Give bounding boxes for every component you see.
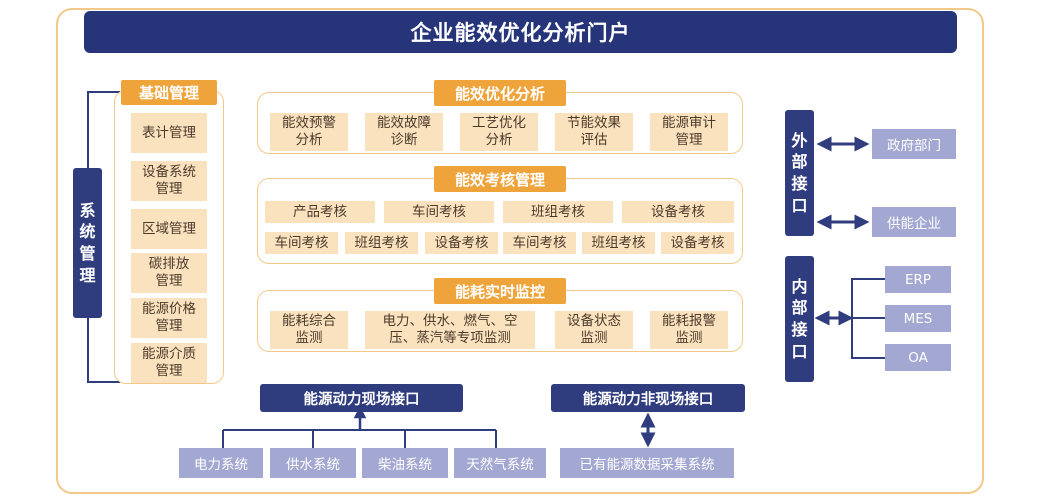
basic-item-area: 区域管理 <box>131 209 207 249</box>
assess-r1-1: 产品考核 <box>265 201 375 223</box>
mon-item-overall: 能耗综合监测 <box>270 311 348 349</box>
page-title: 企业能效优化分析门户 <box>84 11 957 53</box>
onsite-interface-label: 能源动力现场接口 <box>260 384 463 412</box>
basic-item-meter: 表计管理 <box>131 113 207 153</box>
onsite-sys-diesel: 柴油系统 <box>362 448 448 478</box>
onsite-sys-power: 电力系统 <box>179 448 263 478</box>
opt-item-process: 工艺优化分析 <box>460 113 538 151</box>
assess-r1-2: 车间考核 <box>384 201 494 223</box>
optimization-label: 能效优化分析 <box>434 80 566 106</box>
external-interface-label: 外 部 接 口 <box>785 110 814 236</box>
basic-mgmt-label: 基础管理 <box>121 80 217 105</box>
assess-r1-4: 设备考核 <box>622 201 734 223</box>
assess-r2-4: 车间考核 <box>503 232 576 254</box>
offsite-sys-existing: 已有能源数据采集系统 <box>560 448 734 478</box>
mon-item-special: 电力、供水、燃气、空压、蒸汽等专项监测 <box>365 311 535 349</box>
external-target-gov: 政府部门 <box>872 129 956 159</box>
mon-item-alarm: 能耗报警监测 <box>650 311 728 349</box>
basic-item-medium: 能源介质管理 <box>131 343 207 383</box>
onsite-sys-gas: 天然气系统 <box>454 448 546 478</box>
internal-interface-label: 内 部 接 口 <box>785 256 814 382</box>
external-target-supplier: 供能企业 <box>872 207 956 237</box>
internal-target-mes: MES <box>885 305 951 332</box>
internal-target-erp: ERP <box>885 266 951 293</box>
system-mgmt-label: 系 统 管 理 <box>73 168 102 318</box>
basic-item-equipment: 设备系统管理 <box>131 161 207 201</box>
opt-item-fault: 能效故障诊断 <box>365 113 443 151</box>
basic-item-price: 能源价格管理 <box>131 298 207 338</box>
assess-r2-2: 班组考核 <box>345 232 418 254</box>
mon-item-equipment: 设备状态监测 <box>555 311 633 349</box>
opt-item-warning: 能效预警分析 <box>270 113 348 151</box>
assess-r2-5: 班组考核 <box>582 232 655 254</box>
assess-r2-1: 车间考核 <box>265 232 338 254</box>
assessment-label: 能效考核管理 <box>434 166 566 192</box>
onsite-sys-water: 供水系统 <box>270 448 356 478</box>
outer-frame <box>56 8 984 494</box>
assess-r1-3: 班组考核 <box>503 201 613 223</box>
internal-target-oa: OA <box>885 344 951 371</box>
assess-r2-6: 设备考核 <box>661 232 734 254</box>
basic-item-carbon: 碳排放管理 <box>131 253 207 293</box>
opt-item-audit: 能源审计管理 <box>650 113 728 151</box>
assess-r2-3: 设备考核 <box>425 232 498 254</box>
monitoring-label: 能耗实时监控 <box>434 278 566 304</box>
opt-item-saving: 节能效果评估 <box>555 113 633 151</box>
offsite-interface-label: 能源动力非现场接口 <box>551 384 745 412</box>
